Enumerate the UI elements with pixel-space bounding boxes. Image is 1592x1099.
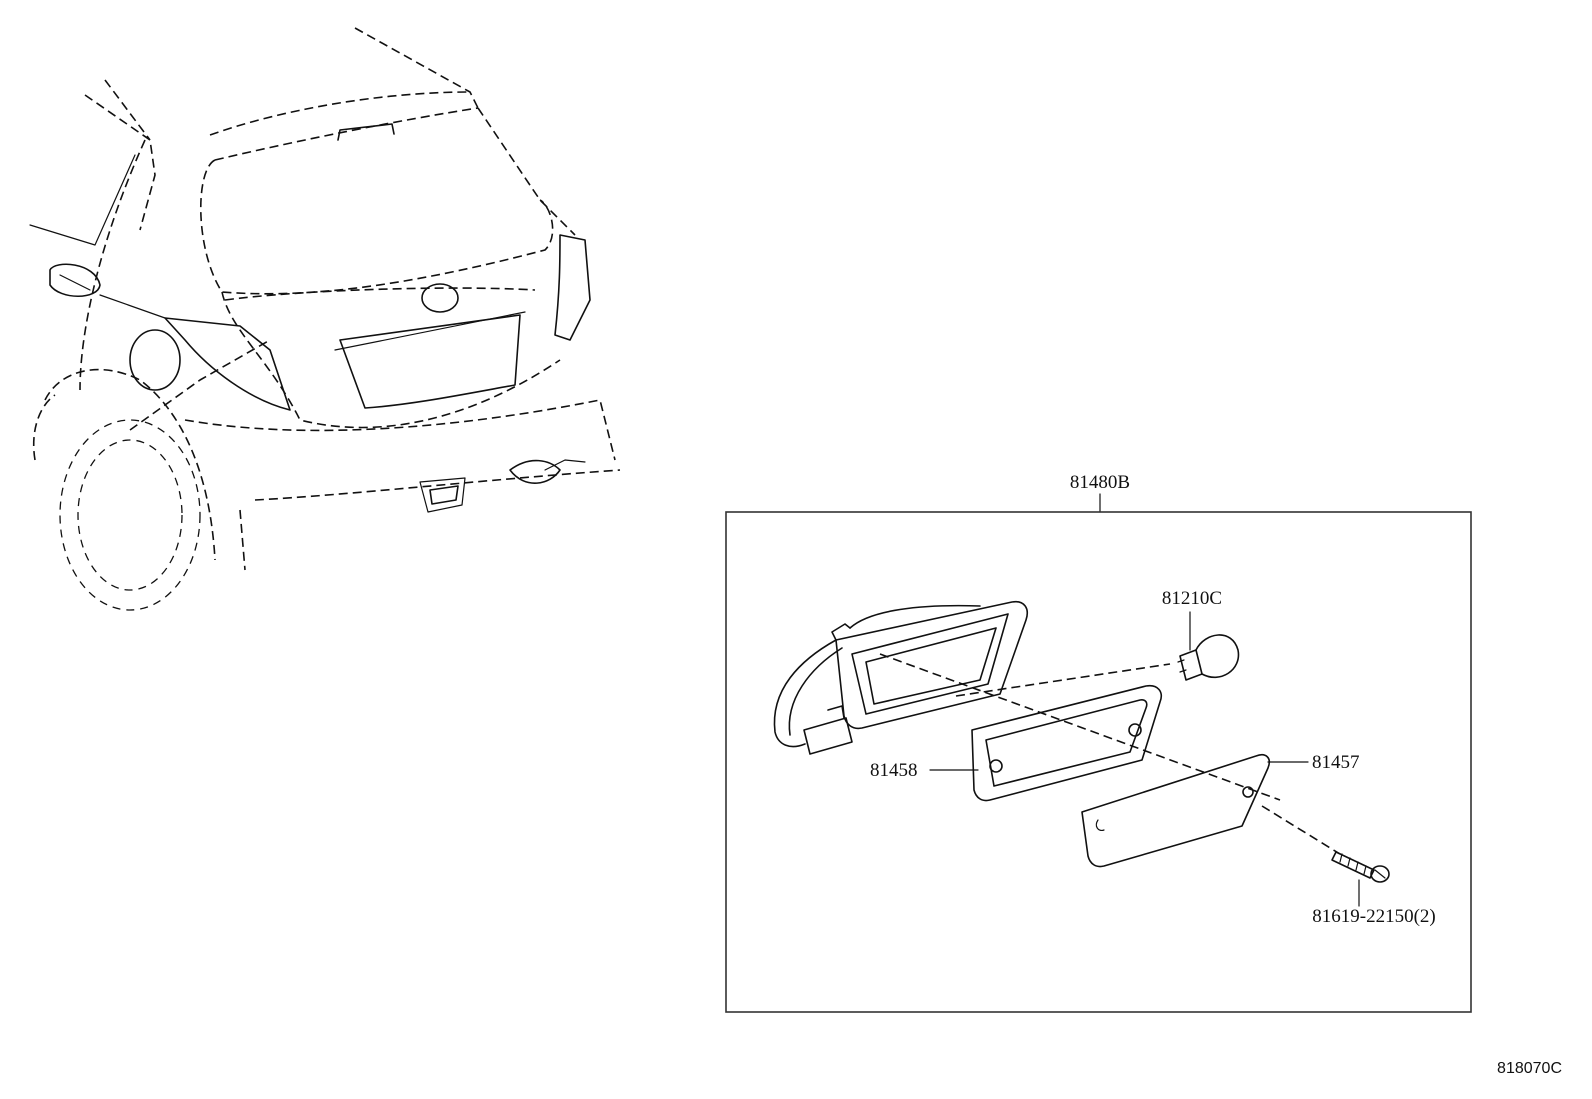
guide-line-bulb <box>955 663 1171 697</box>
lens <box>1081 753 1271 868</box>
lens-part-label: 81457 <box>1312 752 1360 773</box>
lamp-housing <box>773 600 1028 755</box>
guide-line-lens <box>879 653 1281 801</box>
bulb <box>1177 634 1240 681</box>
gasket-part-label: 81458 <box>870 760 918 781</box>
assembly-code-label: 81480B <box>1070 472 1130 493</box>
screw-part-label: 81619-22150(2) <box>1312 906 1435 927</box>
figure-code-label: 818070C <box>1497 1060 1562 1077</box>
guide-line-screw <box>1261 805 1341 855</box>
car-rear-illustration <box>29 27 621 611</box>
gasket <box>971 684 1162 802</box>
assembly-frame <box>725 511 1472 1013</box>
bulb-part-label: 81210C <box>1162 588 1222 609</box>
screw <box>1331 851 1390 883</box>
